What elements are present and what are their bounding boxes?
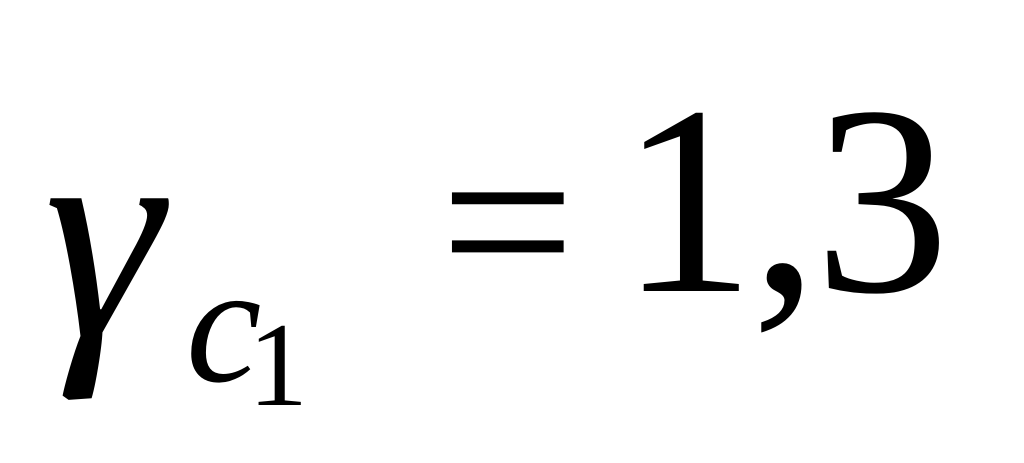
- gamma-symbol: γ: [44, 69, 163, 401]
- subscript-letter: c: [186, 230, 262, 418]
- formula-value: 1,3: [620, 51, 949, 350]
- equals-sign: =: [440, 88, 576, 354]
- subscript-index: 1: [248, 298, 308, 431]
